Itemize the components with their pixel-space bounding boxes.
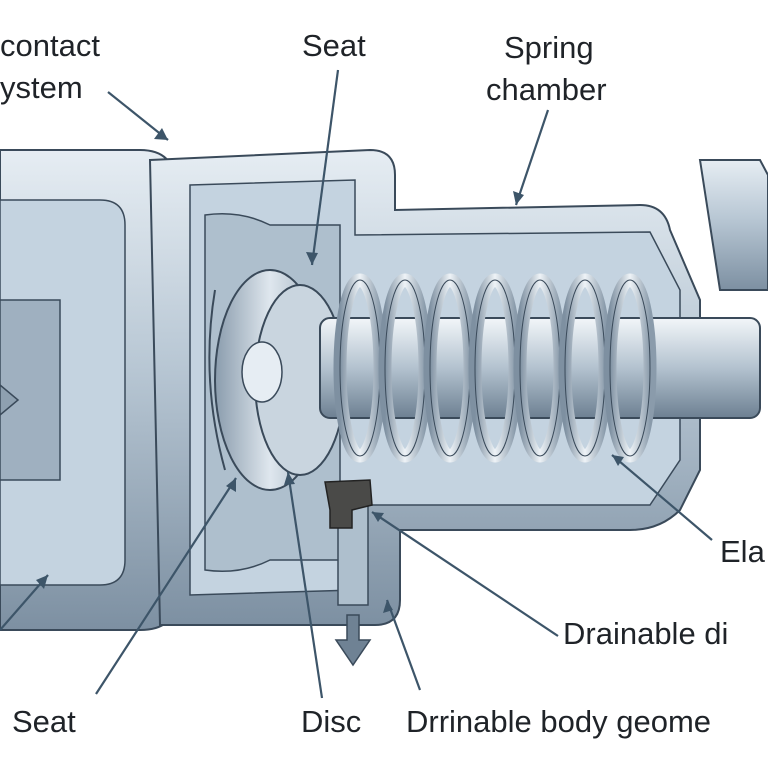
leader-disc [286, 471, 324, 699]
label-drainable-body: Drrinable body geome [406, 704, 711, 739]
label-seat-bottom: Seat [12, 704, 76, 739]
drain-arrow-icon [334, 614, 372, 667]
label-sanitary-contact-2: ystem [0, 70, 83, 105]
drainable-disc-seal [324, 479, 373, 529]
label-drainable-disc: Drainable di [563, 616, 728, 651]
leader-drainable-body [385, 599, 422, 691]
label-sanitary-contact-1: contact [0, 28, 100, 63]
leader-sanitary-contact [107, 91, 169, 141]
label-elastomer: Ela [720, 534, 766, 569]
label-chamber: chamber [486, 72, 607, 107]
left-flange [0, 149, 176, 631]
leader-seat-bottom [95, 477, 237, 695]
leader-drainable-disc [371, 511, 559, 637]
leader-spring-chamber [514, 109, 550, 206]
label-seat-top: Seat [302, 28, 366, 63]
leader-arrowheads [36, 128, 624, 613]
label-spring: Spring [504, 30, 594, 65]
spring [333, 273, 657, 463]
label-disc: Disc [301, 704, 361, 739]
leader-elastomer [611, 454, 713, 541]
flow-arrow-icon [0, 384, 20, 416]
leader-seat-top [310, 69, 340, 266]
